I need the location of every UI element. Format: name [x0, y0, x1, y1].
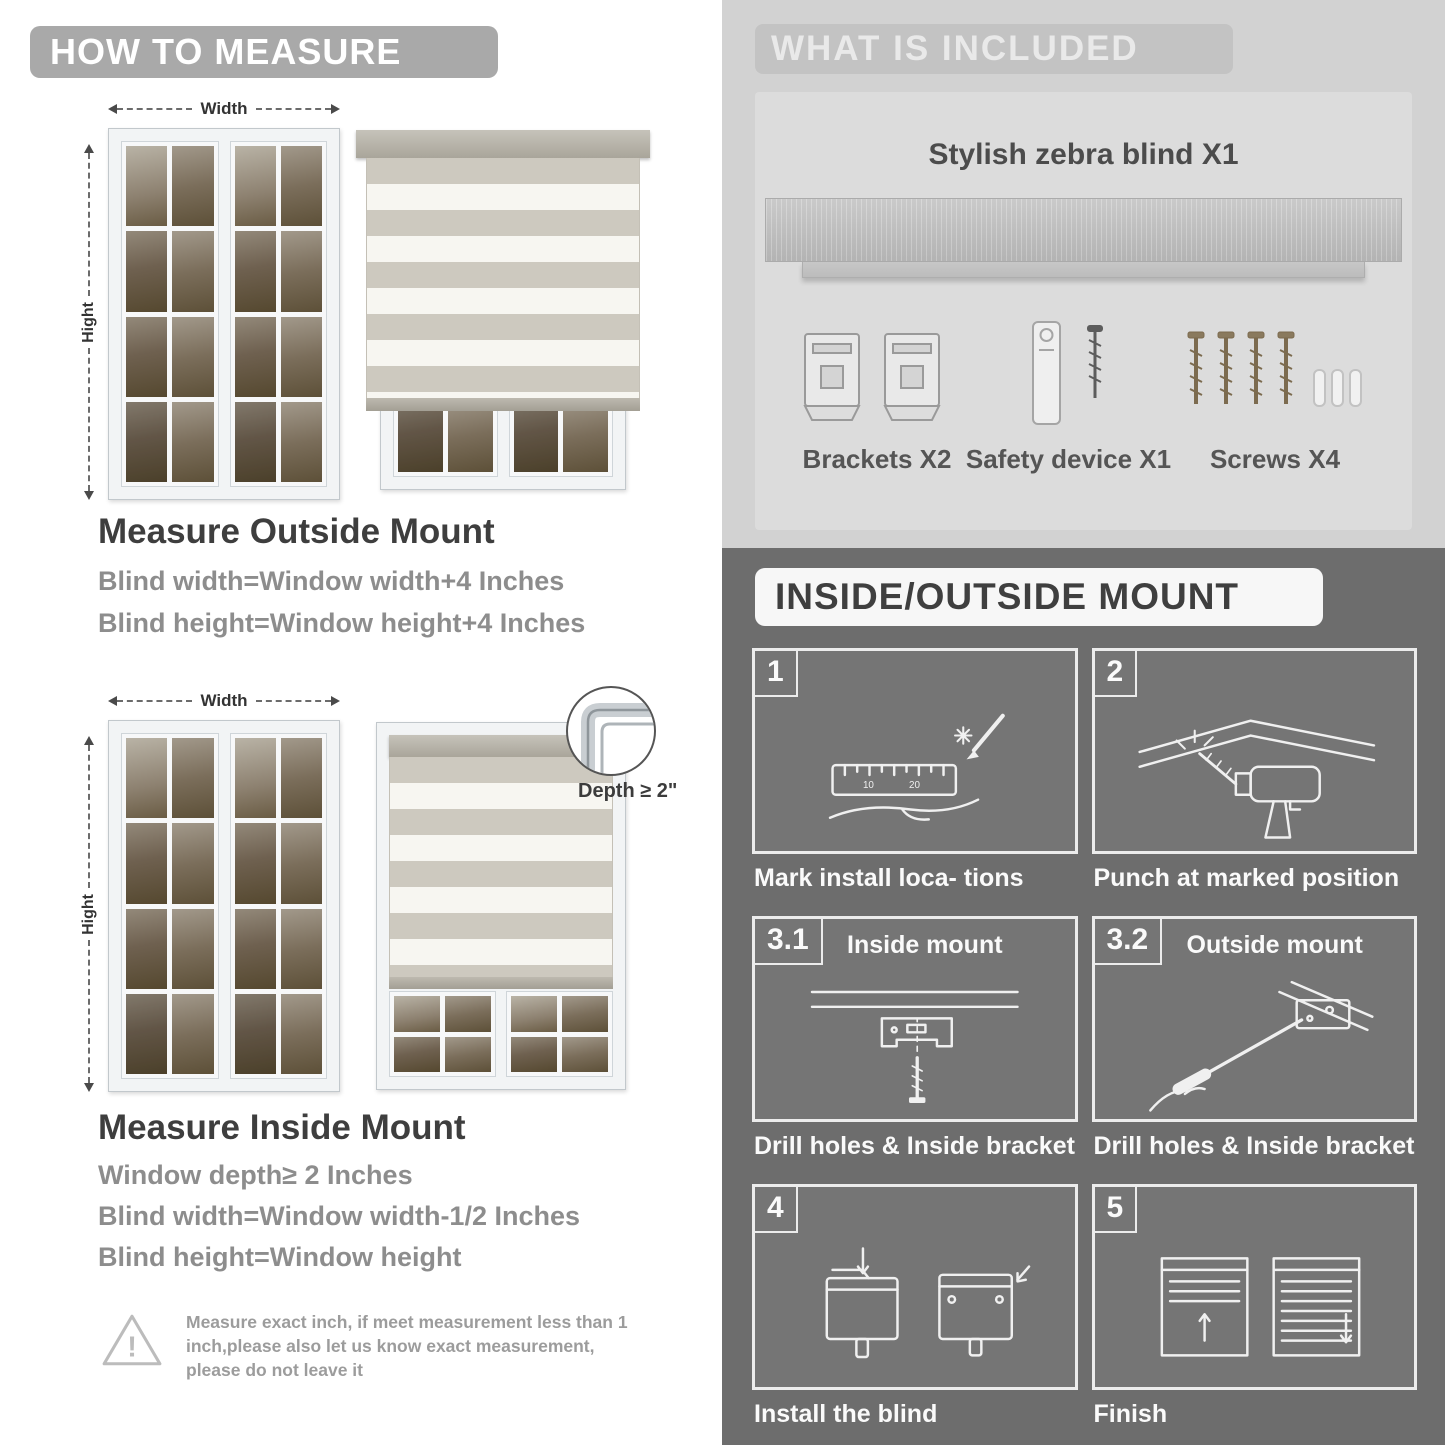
- svg-text:10: 10: [863, 780, 874, 791]
- safety-device-label: Safety device X1: [965, 444, 1172, 474]
- included-item-screws: Screws X4: [1180, 308, 1370, 475]
- step-caption: Drill holes & Inside bracket: [1093, 1132, 1415, 1160]
- step-number: 2: [1094, 651, 1138, 697]
- inside-bracket-illustration: [810, 990, 1019, 1104]
- included-items-row: Brackets X2: [755, 278, 1412, 475]
- step-4: 4: [752, 1184, 1078, 1445]
- step-3-1: 3.1 Inside mount Drill holes & Inside br…: [752, 916, 1078, 1184]
- step-2-panel: 2: [1091, 648, 1417, 854]
- blind-bottom-rail: [366, 398, 640, 411]
- zebra-blind-body: [389, 757, 613, 977]
- screws-icon: [1185, 330, 1362, 407]
- install-blind-illustration: [825, 1247, 1031, 1359]
- outside-bracket-illustration: [1148, 980, 1374, 1112]
- width-arrow: Width: [108, 691, 340, 710]
- safety-device-icon: [1032, 321, 1104, 425]
- included-item-safety-device: Safety device X1: [966, 308, 1171, 475]
- blind-cassette: [389, 735, 613, 757]
- arrow-up-icon: [84, 144, 94, 153]
- frame-corner-detail-icon: [581, 703, 654, 774]
- width-label: Width: [200, 99, 248, 118]
- step-sublabel: Inside mount: [847, 931, 1003, 959]
- arrow-down-icon: [84, 1083, 94, 1092]
- window-illustration: [108, 720, 340, 1092]
- step-3-2-panel: 3.2 Outside mount: [1091, 916, 1417, 1122]
- step-2: 2 Punch at marked position: [1091, 648, 1417, 916]
- arrow-down-icon: [84, 491, 94, 500]
- inside-mount-blind-figure: [376, 722, 626, 1090]
- inside-mount-title: Measure Inside Mount: [98, 1108, 466, 1147]
- how-to-measure-header: HOW TO MEASURE: [30, 26, 498, 78]
- product-title: Stylish zebra blind X1: [928, 138, 1239, 171]
- headrail-bottom-lip: [802, 262, 1365, 278]
- step-4-panel: 4: [752, 1184, 1078, 1390]
- step-number: 5: [1094, 1187, 1138, 1233]
- window-illustration: [108, 128, 340, 500]
- outside-formula-height: Blind height=Window height+4 Inches: [98, 608, 586, 638]
- step-number: 4: [755, 1187, 798, 1233]
- screws-label: Screws X4: [1209, 444, 1341, 474]
- included-item-brackets: Brackets X2: [797, 308, 957, 475]
- measured-window-figure-outside: Width Hight: [78, 99, 340, 500]
- mount-header: INSIDE/OUTSIDE MOUNT: [755, 568, 1323, 626]
- step-5: 5 Finish: [1091, 1184, 1417, 1445]
- arrow-right-icon: [331, 696, 340, 706]
- brackets-label: Brackets X2: [802, 444, 952, 474]
- step-sublabel: Outside mount: [1186, 931, 1363, 959]
- width-label: Width: [200, 691, 248, 710]
- width-arrow: Width: [108, 99, 340, 118]
- inside-formula-width: Blind width=Window width-1/2 Inches: [98, 1201, 581, 1231]
- step-number: 1: [755, 651, 798, 697]
- step-caption: Punch at marked position: [1093, 864, 1400, 892]
- headrail-illustration: [765, 198, 1402, 262]
- step-caption: Install the blind: [754, 1400, 938, 1428]
- step-number: 3.1: [755, 919, 823, 965]
- svg-text:20: 20: [909, 780, 920, 791]
- what-is-included-header: WHAT IS INCLUDED: [755, 24, 1233, 74]
- arrow-left-icon: [108, 696, 117, 706]
- blind-cassette: [356, 130, 650, 158]
- height-arrow: Hight: [80, 144, 97, 500]
- step-1: 1 10 20 Mark install loca- tions: [752, 648, 1078, 916]
- window-illustration: [376, 722, 626, 1090]
- inside-formula-height: Blind height=Window height: [98, 1242, 462, 1272]
- warning-text: Measure exact inch, if meet measurement …: [186, 1312, 628, 1380]
- outside-mount-blind-figure: [356, 114, 650, 490]
- svg-text:!: !: [127, 1332, 137, 1364]
- measured-window-figure-inside: Width Hight: [78, 691, 340, 1092]
- step-1-panel: 1 10 20: [752, 648, 1078, 854]
- arrow-left-icon: [108, 104, 117, 114]
- steps-grid: 1 10 20 Mark install loca- tions: [752, 648, 1417, 1445]
- step-caption: Drill holes & Inside bracket: [754, 1132, 1075, 1160]
- arrow-up-icon: [84, 736, 94, 745]
- blind-bottom-rail: [389, 977, 613, 989]
- finish-illustration: [1160, 1257, 1360, 1357]
- height-arrow: Hight: [80, 736, 97, 1092]
- step-3-2: 3.2 Outside mount Drill holes & Inside b…: [1091, 916, 1417, 1184]
- step-3-1-panel: 3.1 Inside mount: [752, 916, 1078, 1122]
- height-label: Hight: [80, 301, 97, 343]
- mark-location-illustration: 10 20: [828, 713, 1005, 821]
- zebra-blind-body: [366, 158, 640, 398]
- warning-triangle-icon: !: [102, 1314, 162, 1366]
- drill-illustration: [1137, 719, 1375, 839]
- step-caption: Finish: [1093, 1400, 1168, 1428]
- outside-formula-width: Blind width=Window width+4 Inches: [98, 566, 565, 596]
- step-5-panel: 5: [1091, 1184, 1417, 1390]
- depth-detail-magnifier: [566, 686, 656, 776]
- measure-warning: ! Measure exact inch, if meet measuremen…: [100, 1310, 651, 1382]
- depth-note: Depth ≥ 2": [578, 780, 678, 802]
- what-is-included-section: WHAT IS INCLUDED Stylish zebra blind X1: [722, 0, 1445, 548]
- brackets-icon: [803, 333, 941, 421]
- included-panel: Stylish zebra blind X1: [755, 92, 1412, 530]
- step-number: 3.2: [1094, 919, 1163, 965]
- arrow-right-icon: [331, 104, 340, 114]
- step-caption: Mark install loca- tions: [754, 864, 1024, 892]
- height-label: Hight: [80, 893, 97, 935]
- mount-instructions-section: INSIDE/OUTSIDE MOUNT 1 10 20: [722, 548, 1445, 1445]
- outside-mount-title: Measure Outside Mount: [98, 512, 495, 551]
- inside-formula-depth: Window depth≥ 2 Inches: [98, 1160, 413, 1190]
